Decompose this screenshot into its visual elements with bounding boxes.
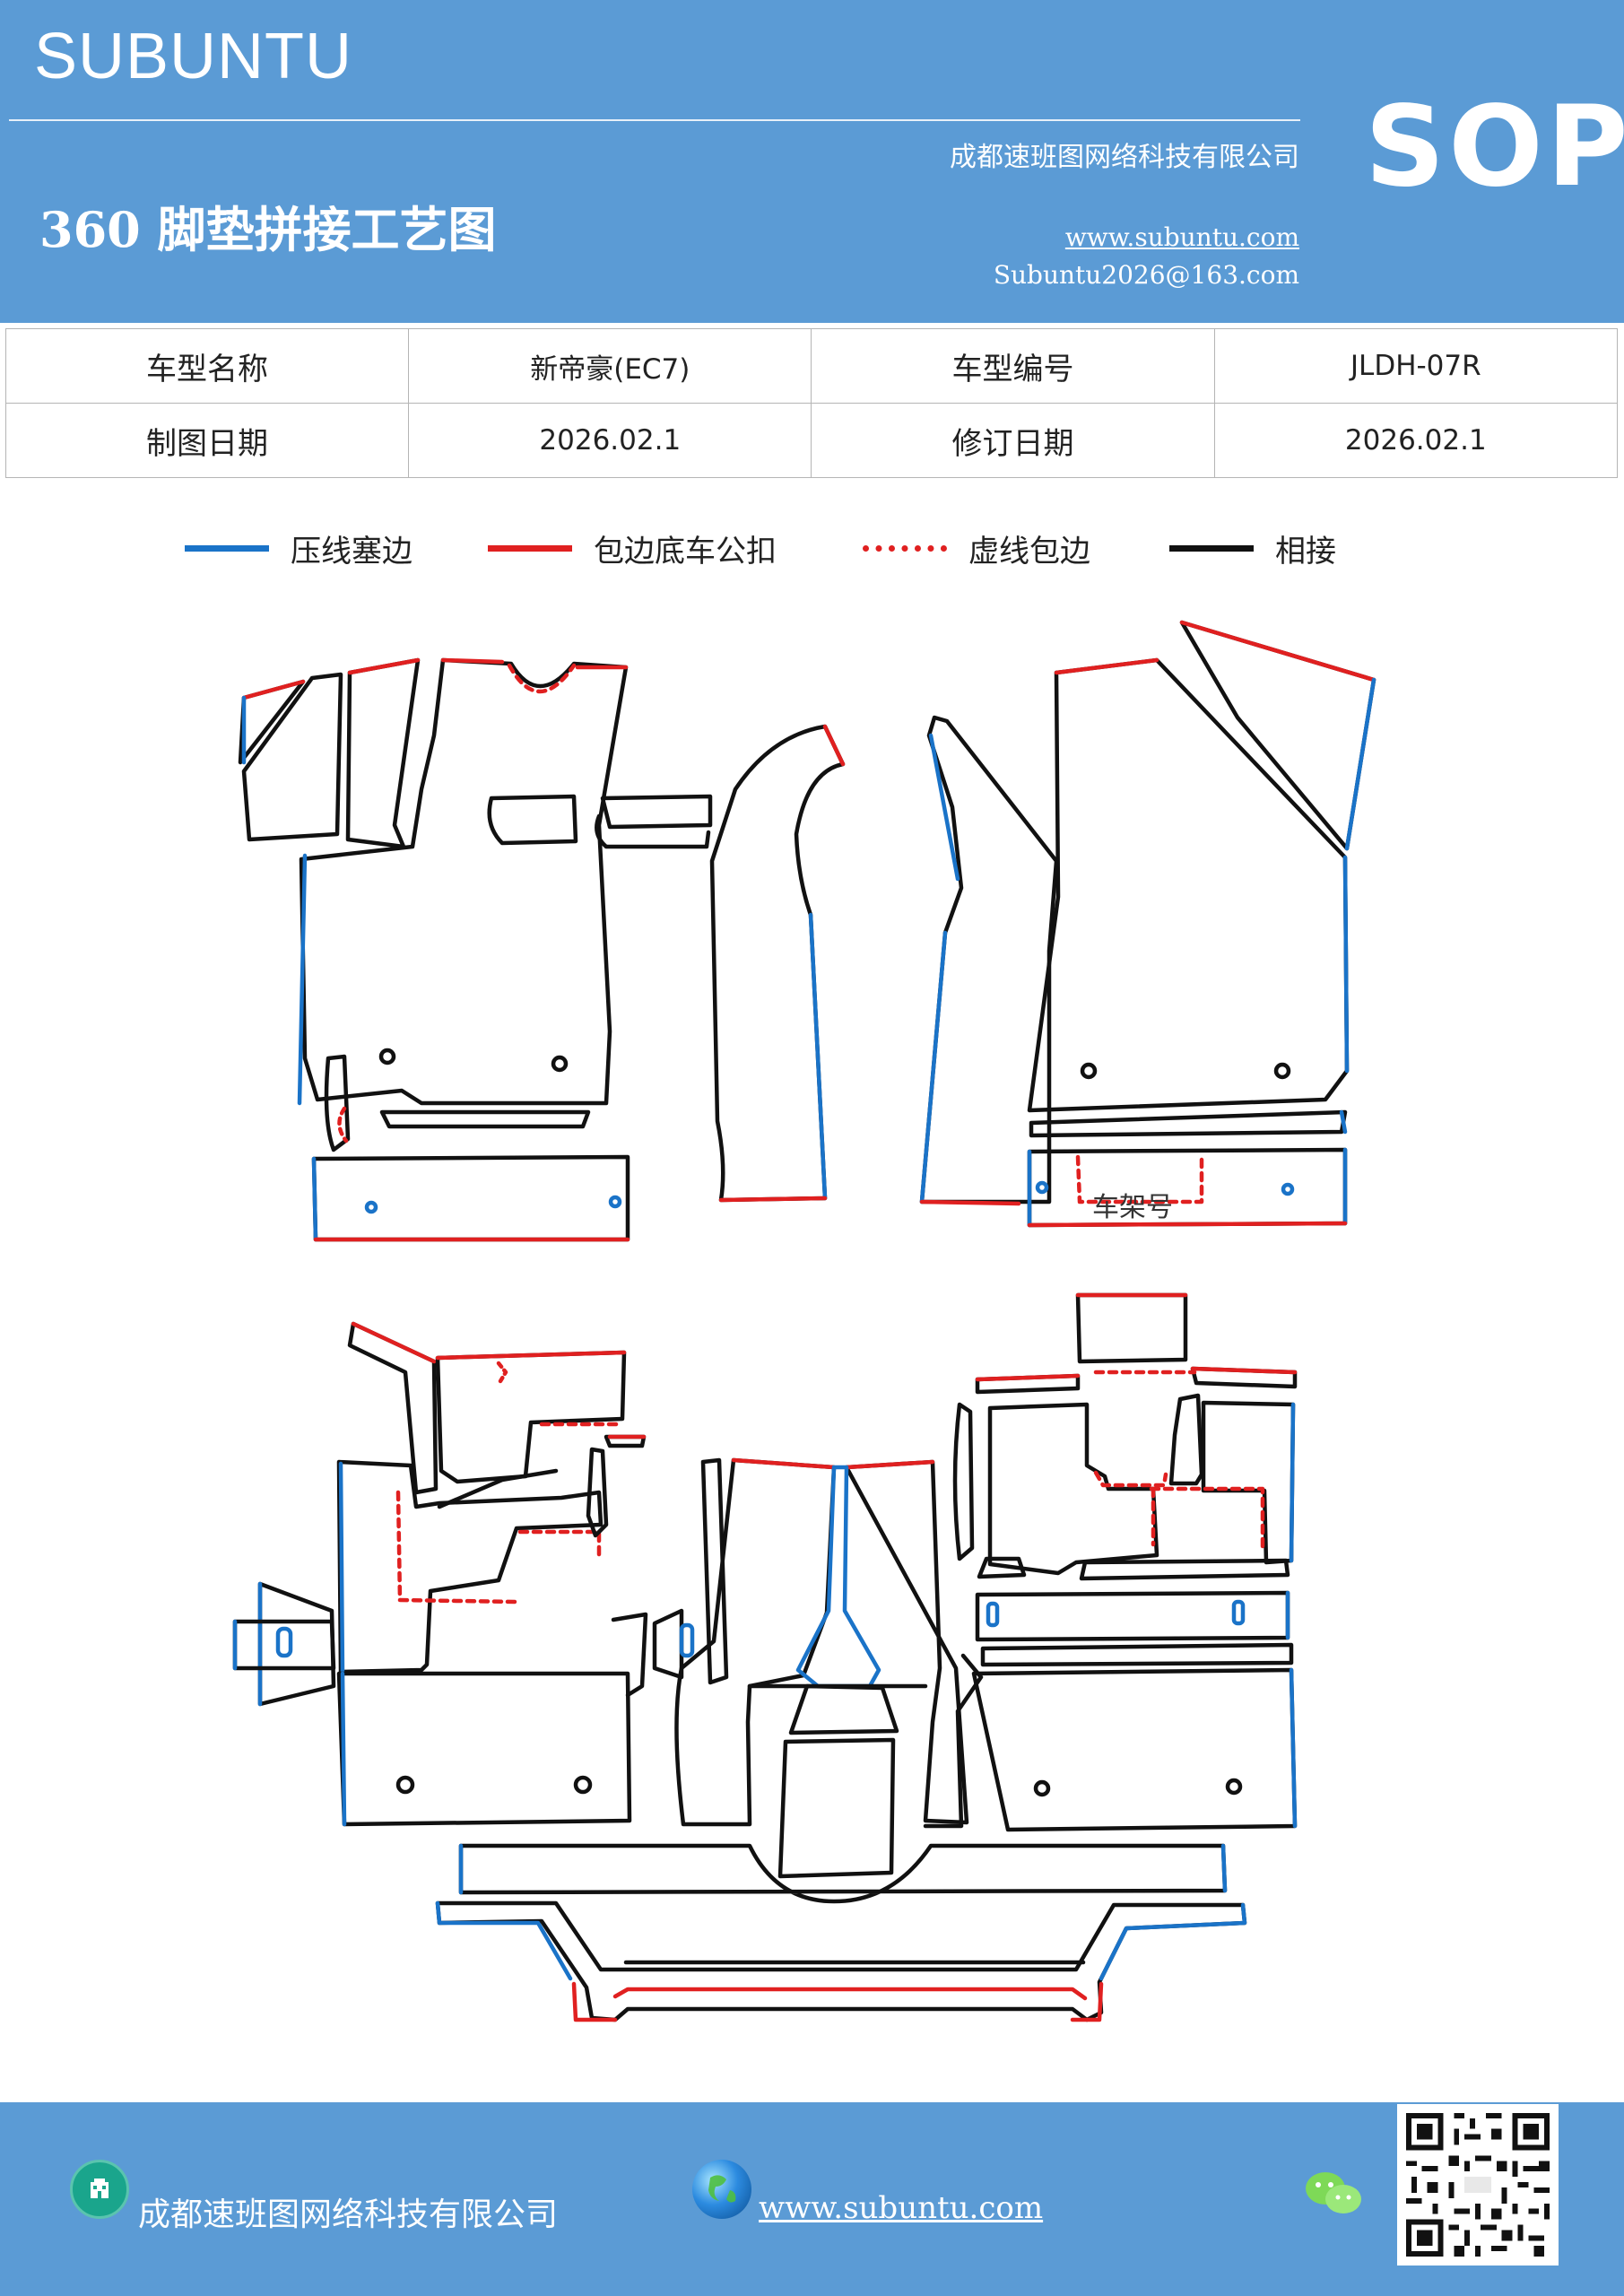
legend-label: 压线塞边 [291,533,413,570]
sop-badge: SOP [1365,83,1624,212]
floor-mat-diagram: 车架号 [232,620,1376,2022]
wechat-icon[interactable] [1302,2167,1365,2221]
header-website-link[interactable]: www.subuntu.com [1064,222,1299,252]
rear-right-mat [923,1292,1298,1832]
table-row: 车型名称 新帝豪(EC7) 车型编号 JLDH-07R [4,328,1619,404]
model-name-label: 车型名称 [4,328,410,404]
page-title: 360 脚垫拼接工艺图 [39,201,497,258]
driver-side-strip [595,724,846,1203]
vehicle-info-table: 车型名称 新帝豪(EC7) 车型编号 JLDH-07R 制图日期 2026.02… [4,328,1619,478]
footer-company-name: 成都速班图网络科技有限公司 [138,2196,559,2233]
frame-number-label: 车架号 [1092,1192,1173,1223]
header-company-name: 成都速班图网络科技有限公司 [950,142,1299,173]
revision-date-value: 2026.02.1 [1213,403,1619,478]
building-icon [70,2160,129,2219]
legend-item-dotted-wrap: 虚线包边 [863,526,1090,570]
globe-icon [692,2160,751,2219]
brand-logo-text: SUBUNTU [34,21,353,92]
legend-label: 包边底车公扣 [594,533,777,570]
rear-trunk-strip [435,1843,1247,2022]
header-divider [9,119,1300,121]
draw-date-value: 2026.02.1 [408,403,812,478]
revision-date-label: 修订日期 [811,403,1215,478]
table-row: 制图日期 2026.02.1 修订日期 2026.02.1 [4,403,1619,478]
legend-label: 虚线包边 [968,533,1090,570]
model-name-value: 新帝豪(EC7) [408,328,812,404]
footer-banner: 成都速班图网络科技有限公司 www.subuntu.com [0,2102,1624,2296]
rear-left-mat [232,1321,695,1827]
passenger-front-mat [919,620,1376,1228]
legend-item-joint: 相接 [1169,526,1336,570]
driver-front-mat [238,657,630,1242]
legend-item-wrap-edge: 包边底车公扣 [488,526,777,570]
draw-date-label: 制图日期 [4,403,410,478]
header-banner: SUBUNTU 成都速班图网络科技有限公司 360 脚垫拼接工艺图 www.su… [0,0,1624,323]
model-code-value: JLDH-07R [1213,328,1619,404]
model-code-label: 车型编号 [811,328,1215,404]
center-tunnel-mat [674,1457,969,1879]
legend-swatch-red [488,544,572,552]
header-email[interactable]: Subuntu2026@163.com [993,260,1299,290]
legend-swatch-red-dotted [863,544,947,552]
legend-label: 相接 [1275,533,1336,570]
legend-item-press-edge: 压线塞边 [185,526,413,570]
qr-code[interactable] [1397,2104,1559,2266]
legend-swatch-black [1169,544,1254,552]
legend-swatch-blue [185,544,269,552]
footer-website-link[interactable]: www.subuntu.com [759,2190,1044,2226]
